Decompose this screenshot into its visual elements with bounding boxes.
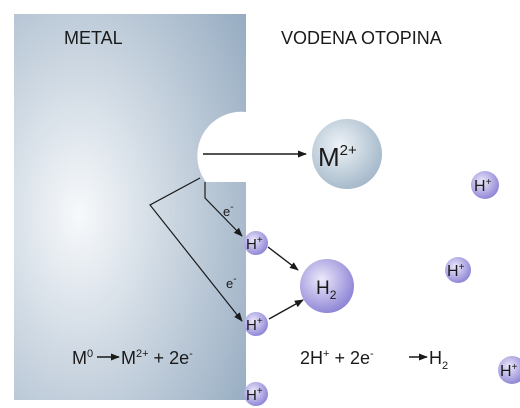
metal-ion-charge: 2+	[340, 142, 357, 159]
electron-path-upper	[204, 182, 243, 237]
metal-ion-symbol: M	[318, 142, 340, 172]
electron-symbol-lower: e	[226, 276, 233, 291]
svg-text:H+: H+	[500, 362, 518, 380]
svg-text:H2: H2	[316, 278, 337, 302]
svg-text:H+: H+	[246, 316, 263, 334]
electron-charge-upper: -	[230, 202, 233, 213]
metal-slab	[14, 14, 246, 400]
hydrogen-ion-surface-upper: H+	[244, 231, 268, 255]
svg-text:M0: M0	[72, 348, 93, 368]
hydrogen-ion-surface-lower: H+	[244, 312, 268, 336]
electron-symbol-upper: e	[223, 204, 230, 219]
hydrogen-ion-solution-1: H+	[471, 171, 499, 199]
solution-label: VODENA OTOPINA	[281, 28, 442, 48]
svg-text:H+: H+	[447, 262, 465, 280]
hydrogen-ion-solution-2: H+	[445, 257, 471, 283]
svg-text:H2: H2	[429, 348, 448, 372]
metal-ion-particle: M2+	[312, 119, 382, 189]
electron-path-lower	[149, 177, 243, 322]
hydrogen-molecule-subscript: 2	[330, 288, 337, 302]
hydrogen-ion-solution-3: H+	[498, 356, 520, 384]
svg-text:H+: H+	[474, 177, 492, 195]
hydrogen-ion-surface-bottom: H+	[244, 382, 268, 406]
electron-label-lower: e-	[226, 274, 237, 291]
hydrogen-molecule-particle: H2	[300, 259, 354, 313]
metal-oxidation-equation: M0 M2+ + 2e-	[72, 348, 193, 368]
metal-label: METAL	[64, 28, 123, 48]
svg-text:H+: H+	[246, 235, 263, 253]
hydrogen-recombination-arrow-lower	[268, 299, 304, 320]
svg-text:M2+: M2+	[318, 142, 357, 172]
hydrogen-reduction-equation: 2H+ + 2e- H2	[300, 348, 448, 372]
svg-text:2H+ + 2e-: 2H+ + 2e-	[300, 348, 374, 368]
hydrogen-molecule-symbol: H	[316, 278, 330, 299]
svg-text:M2+ + 2e-: M2+ + 2e-	[121, 348, 193, 368]
electron-label-upper: e-	[223, 202, 234, 219]
electron-charge-lower: -	[233, 274, 236, 285]
svg-text:H+: H+	[246, 386, 263, 404]
hydrogen-recombination-arrow-upper	[267, 246, 299, 271]
